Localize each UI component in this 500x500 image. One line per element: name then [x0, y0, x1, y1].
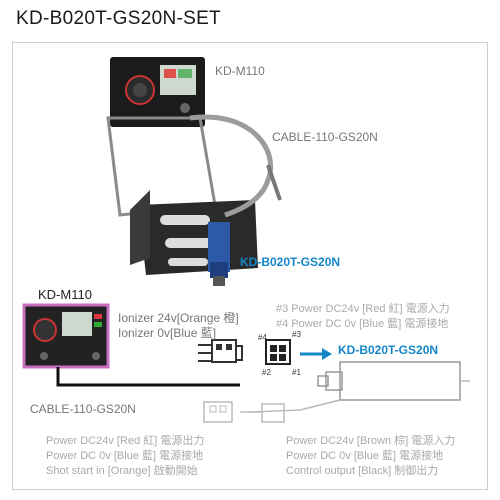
page-title: KD-B020T-GS20N-SET: [16, 8, 221, 29]
ionizer-photo-label: KD-B020T-GS20N: [240, 255, 341, 269]
controller-photo-label: KD-M110: [215, 64, 265, 78]
controller-wiring-label: KD-M110: [38, 287, 92, 302]
pin-label-4: #4: [258, 333, 267, 342]
diagram-frame: [12, 42, 488, 490]
pin-note-4: #4 Power DC 0v [Blue 藍] 電源接地: [276, 318, 449, 330]
cable-wiring-label: CABLE-110-GS20N: [30, 402, 136, 416]
pin-note-3: #3 Power DC24v [Red 紅] 電源入力: [276, 303, 450, 315]
pin-label-1: #1: [292, 368, 301, 377]
pin-label-3: #3: [292, 330, 301, 339]
right-note-1: Power DC24v [Brown 棕] 電源入力: [286, 435, 456, 447]
left-note-1: Power DC24v [Red 紅] 電源出力: [46, 435, 205, 447]
left-note-3: Shot start in [Orange] 啟動開始: [46, 465, 198, 477]
cable-photo-label: CABLE-110-GS20N: [272, 130, 378, 144]
ionizer-wiring-label: KD-B020T-GS20N: [338, 343, 439, 357]
right-note-2: Power DC 0v [Blue 藍] 電源接地: [286, 450, 444, 462]
left-note-2: Power DC 0v [Blue 藍] 電源接地: [46, 450, 204, 462]
right-note-3: Control output [Black] 制御出力: [286, 465, 439, 477]
ionizer-power-note-2: Ionizer 0v[Blue 藍]: [118, 326, 217, 340]
pin-label-2: #2: [262, 368, 271, 377]
ionizer-power-note-1: Ionizer 24v[Orange 橙]: [118, 311, 239, 325]
